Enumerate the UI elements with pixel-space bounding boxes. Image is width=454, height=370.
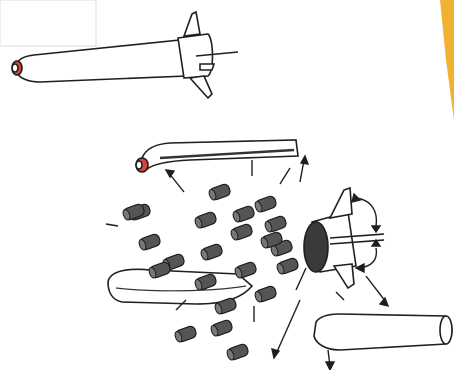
tail-opening	[304, 222, 328, 272]
missile-tail-section	[178, 34, 213, 78]
missile-fin-side	[200, 64, 214, 70]
casing-right-end	[440, 316, 452, 344]
split-casing-half-right	[314, 314, 452, 350]
missile-nose-tip	[12, 64, 18, 72]
overlay-blank-box	[0, 0, 96, 46]
casing-right-shell	[314, 314, 452, 350]
nose-tip	[136, 161, 142, 169]
